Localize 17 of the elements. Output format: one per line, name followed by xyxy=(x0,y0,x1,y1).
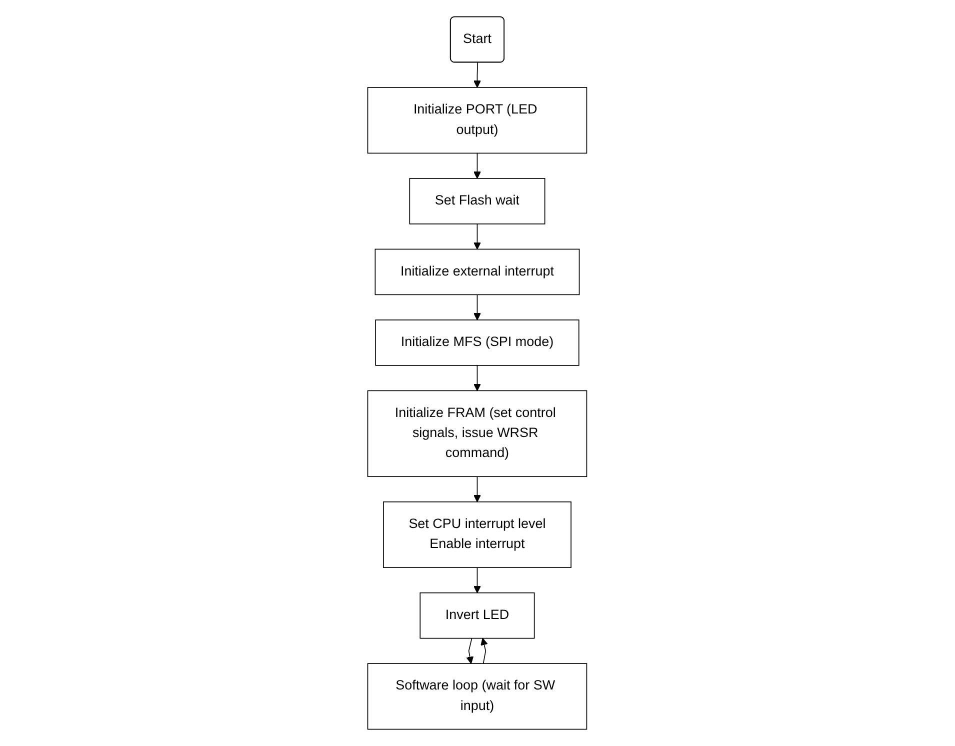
node-box: Initialize PORT (LED output) xyxy=(368,87,588,154)
arrow xyxy=(474,62,482,88)
node-box: Invert LED xyxy=(420,592,535,639)
node-box: Initialize FRAM (set control signals, issue WRSR command) xyxy=(368,390,588,478)
arrow xyxy=(474,152,482,179)
arrow xyxy=(474,567,482,594)
node-box: Set CPU interrupt level Enable interrupt xyxy=(383,501,572,568)
arrow xyxy=(474,476,482,502)
node-box: Initialize MFS (SPI mode) xyxy=(375,320,580,366)
arrow xyxy=(466,638,474,664)
arrow xyxy=(474,365,482,392)
arrow xyxy=(480,638,488,664)
node-box: Initialize external interrupt xyxy=(375,248,580,296)
node-box: Set Flash wait xyxy=(410,178,546,224)
arrow xyxy=(474,224,482,250)
node-box: Software loop (wait for SW input) xyxy=(368,663,588,730)
arrow xyxy=(474,294,482,320)
